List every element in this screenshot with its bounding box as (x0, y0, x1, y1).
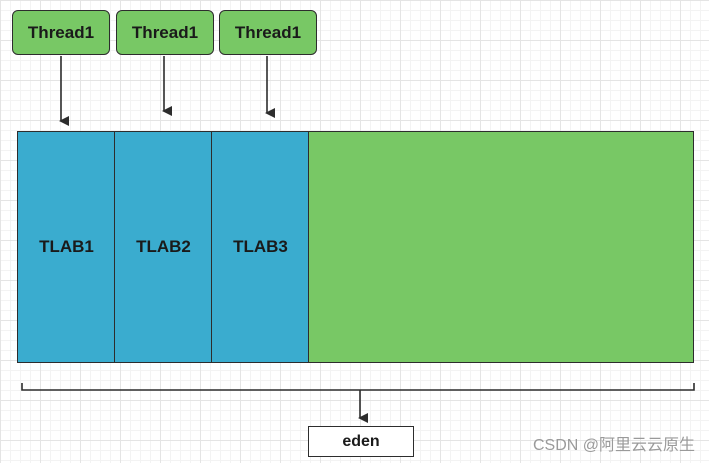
eden-bracket (21, 383, 695, 391)
thread-box-2: Thread1 (116, 10, 214, 55)
tlab-region-3: TLAB3 (211, 131, 310, 363)
thread-label-1: Thread1 (27, 22, 95, 42)
eden-label: eden (342, 432, 380, 450)
thread-label-3: Thread1 (234, 22, 302, 42)
tlab-label-2: TLAB2 (136, 237, 191, 256)
tlab-label-1: TLAB1 (39, 237, 94, 256)
tlab-label-3: TLAB3 (233, 237, 288, 256)
thread-label-2: Thread1 (131, 22, 199, 42)
tlab-region-2: TLAB2 (114, 131, 213, 363)
thread-box-1: Thread1 (12, 10, 110, 55)
tlab-region-1: TLAB1 (17, 131, 116, 363)
thread-box-3: Thread1 (219, 10, 317, 55)
watermark-text: CSDN @阿里云云原生 (532, 437, 695, 454)
eden-free-space (308, 131, 694, 363)
eden-label-box: eden (308, 426, 414, 457)
